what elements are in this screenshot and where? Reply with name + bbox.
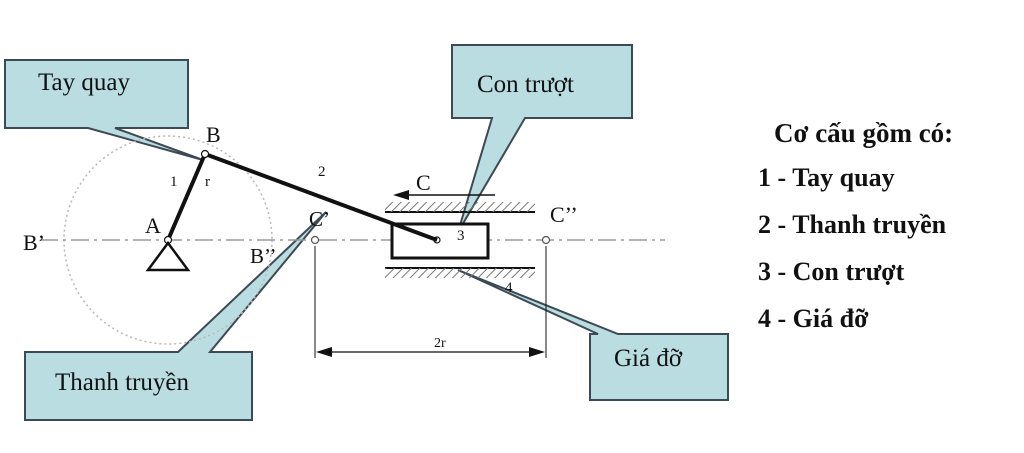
label-b-double: B’’ (250, 244, 276, 268)
callout-crank-box (4, 59, 204, 161)
connecting-rod (204, 152, 438, 242)
label-b: B (206, 122, 221, 147)
callout-rod-box (24, 211, 327, 421)
dim-arrow-left (316, 347, 332, 357)
label-c-double: C’’ (550, 202, 578, 227)
point-c-prime (310, 235, 320, 245)
fixed-support (145, 240, 191, 272)
label-c-prime: C’ (309, 207, 330, 231)
legend-item-frame: 4 - Giá đỡ (758, 304, 869, 333)
label-b-prime: B’ (23, 230, 45, 255)
legend-item-rod: 2 - Thanh truyền (758, 210, 947, 239)
label-link-4: 4 (505, 280, 513, 296)
label-r: r (205, 174, 210, 190)
joint-b (200, 149, 210, 159)
callout-crank-label: Tay quay (38, 69, 130, 96)
legend-title: Cơ cấu gồm có: (774, 118, 954, 148)
label-c: C (416, 170, 431, 195)
callout-slider-label: Con trượt (477, 71, 574, 98)
legend-item-slider: 3 - Con trượt (758, 257, 905, 286)
callout-frame-box (457, 269, 729, 401)
callout-rod-label: Thanh truyền (55, 369, 189, 396)
label-stroke-2r: 2r (434, 336, 446, 351)
label-link-1: 1 (170, 174, 178, 190)
label-link-3: 3 (457, 228, 465, 244)
point-c-double (541, 235, 551, 245)
component-legend: Cơ cấu gồm có: 1 - Tay quay 2 - Thanh tr… (758, 118, 953, 351)
legend-item-crank: 1 - Tay quay (758, 163, 895, 192)
label-a: A (145, 213, 161, 238)
guide-top-hatch (385, 202, 535, 212)
dim-arrow-right (529, 347, 545, 357)
slider-motion-arrow (393, 190, 409, 200)
label-link-2: 2 (318, 164, 326, 180)
callout-slider-box (451, 44, 633, 233)
guide-bottom-hatch (385, 268, 535, 278)
crank-link (166, 153, 207, 241)
callout-frame-label: Giá đỡ (614, 345, 683, 372)
